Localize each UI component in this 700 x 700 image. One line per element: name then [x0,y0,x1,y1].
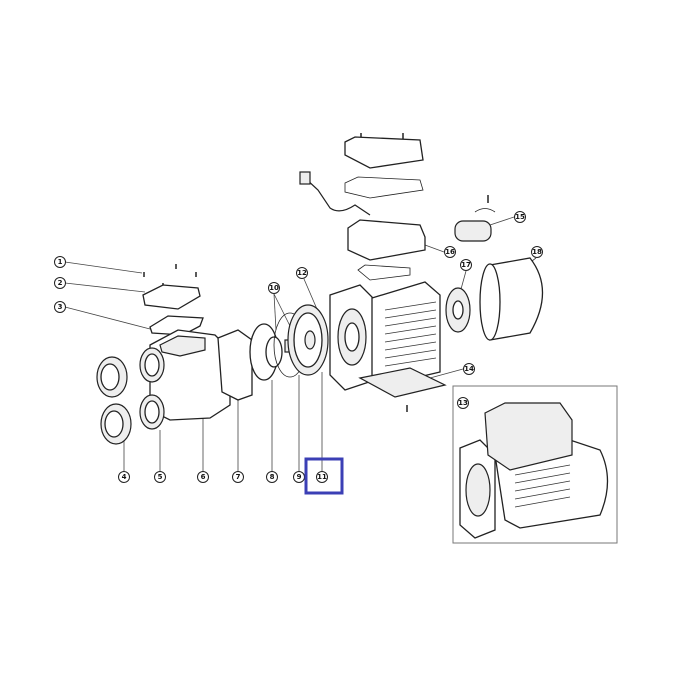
part-terminal-box [347,219,426,261]
svg-text:17: 17 [461,261,471,269]
svg-text:10: 10 [269,284,279,292]
svg-text:12: 12 [297,269,307,277]
callout-6: 6 [197,471,209,483]
part-capacitor [454,220,492,242]
callout-8: 8 [266,471,278,483]
part-unions [96,356,132,445]
svg-text:7: 7 [236,473,241,481]
callout-12: 12 [296,267,308,279]
svg-text:2: 2 [58,279,63,287]
plug-icon [299,171,311,185]
svg-text:15: 15 [515,213,525,221]
part-cover [142,284,201,310]
part-seal-plate [287,304,329,376]
svg-text:16: 16 [445,248,455,256]
callout-11[interactable]: 11 [316,471,328,483]
svg-text:18: 18 [532,248,542,256]
part-base [358,367,447,398]
svg-text:9: 9 [297,473,302,481]
callout-5: 5 [154,471,166,483]
callout-13: 13 [457,397,469,409]
callout-2: 2 [54,277,66,289]
part-diffuser [217,329,253,401]
part-terminal-gasket [357,264,411,281]
svg-text:3: 3 [58,303,63,311]
callout-15: 15 [514,211,526,223]
callout-14: 14 [463,363,475,375]
part-gasket [149,315,204,336]
part-terminal-lid [344,136,424,169]
callout-7: 7 [232,471,244,483]
inset-assembled-pump [452,385,618,544]
svg-text:4: 4 [122,473,127,481]
svg-text:5: 5 [158,473,163,481]
callout-10: 10 [268,282,280,294]
svg-text:1: 1 [58,258,63,266]
part-motor [329,281,441,391]
callout-17: 17 [460,259,472,271]
callout-3: 3 [54,301,66,313]
callout-1: 1 [54,256,66,268]
part-power-cable [304,177,371,216]
callout-4: 4 [118,471,130,483]
highlight-box [304,457,344,495]
svg-text:6: 6 [201,473,206,481]
callout-16: 16 [444,246,456,258]
svg-text:8: 8 [270,473,275,481]
callout-18: 18 [531,246,543,258]
part-pump-housing [139,329,231,430]
svg-text:13: 13 [458,399,468,407]
callout-9: 9 [293,471,305,483]
part-fan-cover [479,257,544,341]
part-fan-hub [452,300,464,320]
svg-text:14: 14 [464,365,474,373]
part-lid-gasket [344,176,424,199]
part-capacitor-clamp [474,208,496,213]
svg-text:11: 11 [317,473,327,481]
